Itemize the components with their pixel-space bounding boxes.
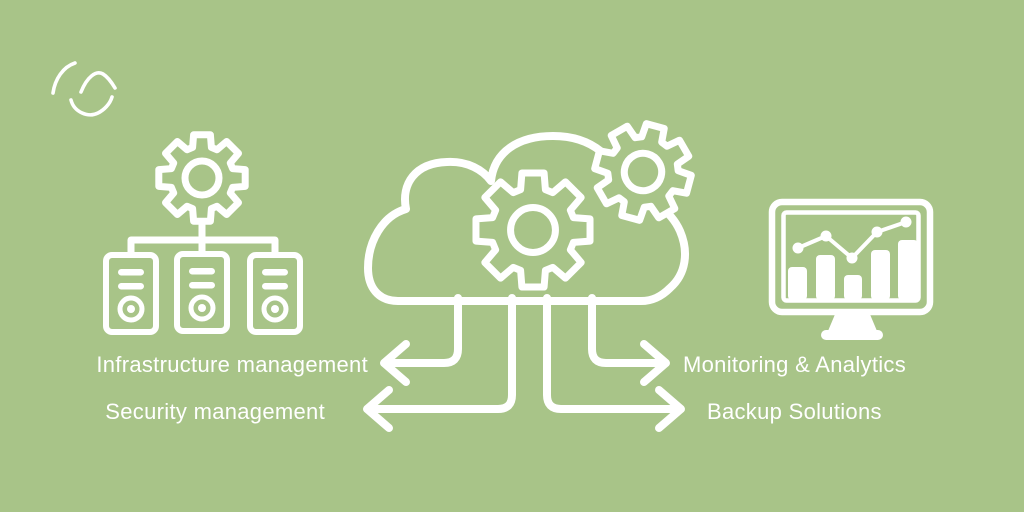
gear-icon [159,135,245,221]
server-icon [177,254,227,331]
swoosh-logo-icon [51,61,117,117]
arrow-security [363,294,516,432]
gear-icon-large [476,173,590,287]
monitor-analytics-icon [768,198,934,340]
label-monitoring-analytics: Monitoring & Analytics [683,352,907,377]
label-backup-solutions: Backup Solutions [707,399,882,424]
label-security-management: Security management [105,399,325,424]
gear-servers-icon [95,125,315,345]
server-icon [250,255,300,332]
server-icon [106,255,156,332]
bar-chart-icon [788,240,918,300]
arrow-infrastructure [380,294,462,386]
line-chart-icon [792,216,912,264]
label-infrastructure-management: Infrastructure management [96,352,368,377]
monitor-stand [821,312,883,340]
arrow-monitoring [588,294,670,386]
cloud-with-gears-icon [363,120,710,432]
server-connector-lines [127,208,279,261]
monitor-screen [781,210,921,303]
arrow-backup [543,294,685,432]
